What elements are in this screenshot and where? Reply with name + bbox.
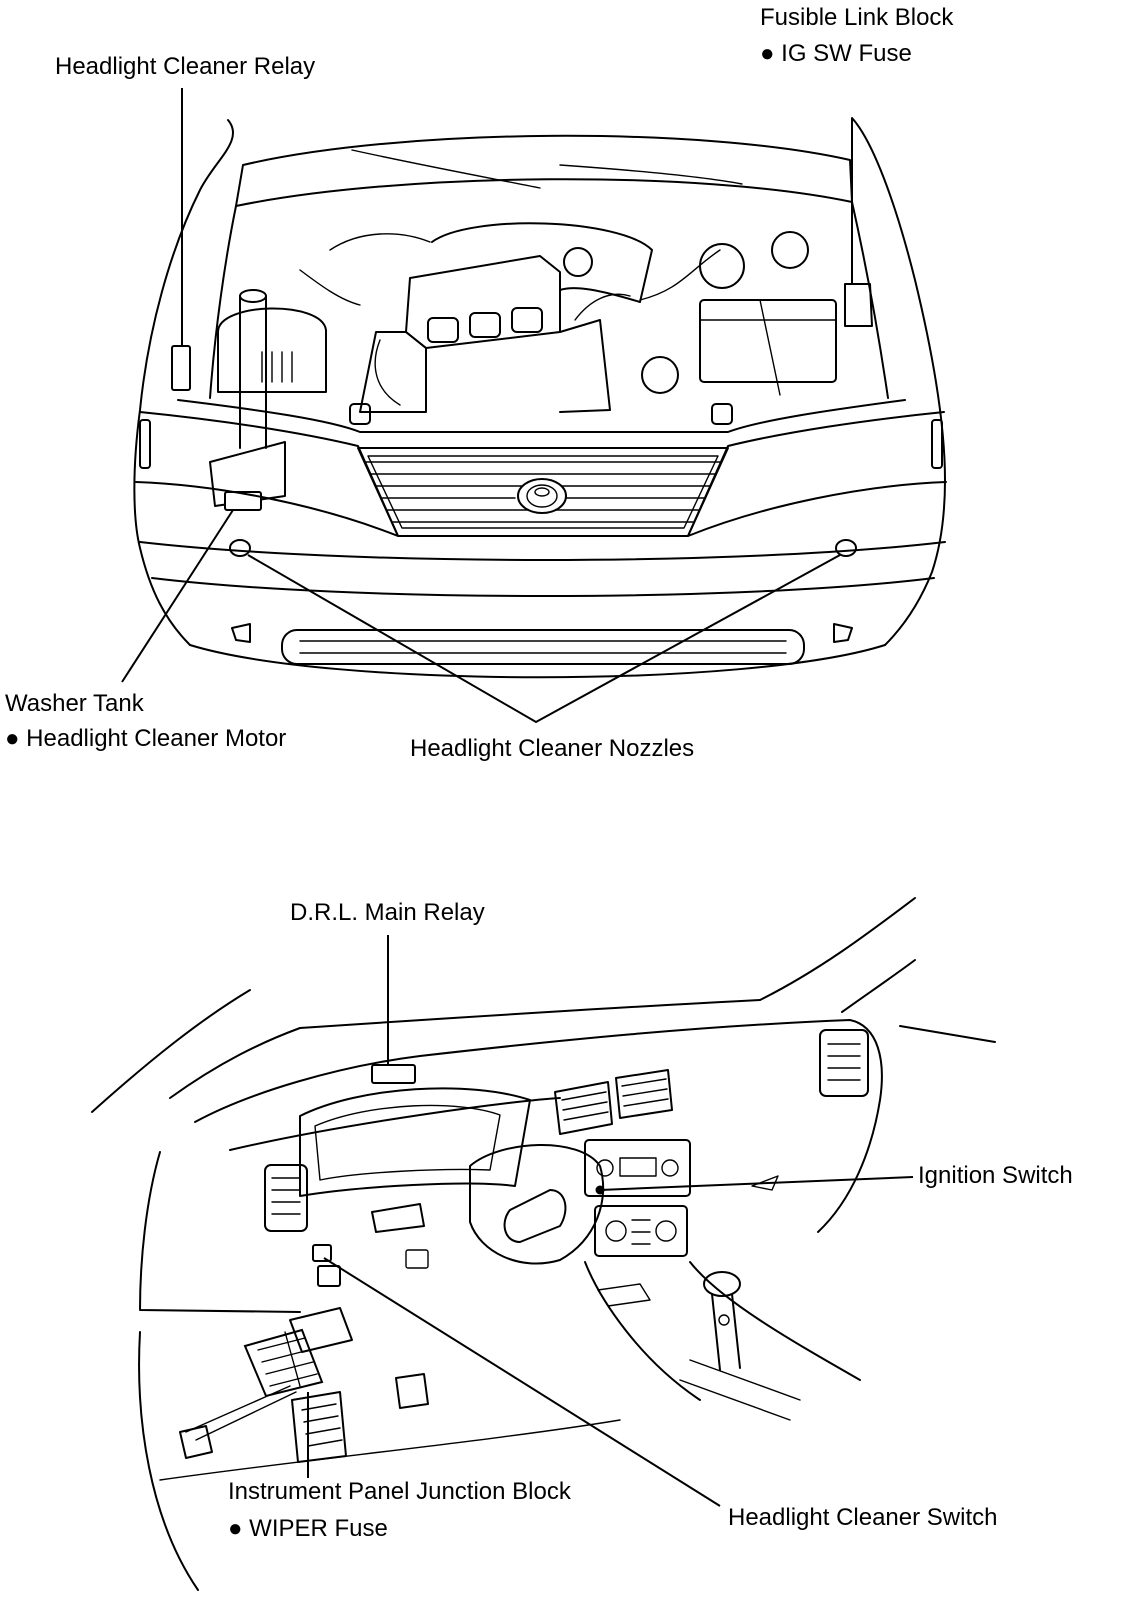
washer-tank-neck xyxy=(239,295,267,449)
fog-vent-right xyxy=(833,623,853,643)
drl-main-relay xyxy=(371,1064,416,1084)
lower-valance xyxy=(189,644,886,679)
washer-tank-cap xyxy=(239,289,267,303)
label-wiper-fuse: ● WIPER Fuse xyxy=(228,1515,388,1542)
brake-pedal xyxy=(291,1391,347,1463)
engine-bay-view: Headlight Cleaner Relay Fusible Link Blo… xyxy=(5,4,954,762)
a-pillar-right xyxy=(759,897,916,1001)
floor-line xyxy=(159,1419,621,1481)
label-washer-tank: Washer Tank xyxy=(5,690,145,717)
headlight-cleaner-motor xyxy=(224,491,262,511)
battery-clamp xyxy=(699,299,837,396)
air-cleaner-ribs xyxy=(261,351,293,383)
radiator-support xyxy=(177,399,906,433)
grille-inner xyxy=(367,455,719,529)
shift-gate xyxy=(679,1359,801,1421)
brake-pedal-grip xyxy=(301,1403,343,1447)
door-edge-left xyxy=(138,1331,199,1591)
cluster-hood xyxy=(299,1087,531,1197)
hood-latch-bracket-left xyxy=(349,403,371,425)
bumper-upper xyxy=(139,541,946,561)
center-console xyxy=(584,1261,861,1401)
label-headlight-cleaner-switch: Headlight Cleaner Switch xyxy=(728,1504,997,1531)
headlight-right xyxy=(687,411,947,537)
vent-center-right xyxy=(615,1069,673,1119)
ignition-coil-1 xyxy=(427,317,459,343)
lower-grille-bars xyxy=(299,640,787,654)
radiator-hose xyxy=(374,293,631,406)
steering-column-shroud xyxy=(469,1144,605,1265)
dashboard-top xyxy=(194,1019,883,1233)
dashboard-lower-left xyxy=(139,1151,301,1313)
dash-shelf xyxy=(229,1097,561,1151)
hood-release-cable xyxy=(185,1385,297,1441)
fusible-link-block xyxy=(844,283,873,327)
body-outline-right xyxy=(851,117,946,646)
leader-line-ignition-switch xyxy=(599,1176,914,1191)
fuse-box-cover xyxy=(289,1307,353,1353)
leader-line-headlight-cleaner-nozzles xyxy=(247,554,841,724)
hood-latch-bracket-right xyxy=(711,403,733,425)
side-marker-right xyxy=(931,419,943,469)
dimmer-switch xyxy=(317,1265,341,1287)
climate-control-panel xyxy=(594,1205,688,1257)
raised-hood xyxy=(235,134,853,207)
coil-pack-cover xyxy=(405,255,561,349)
air-cleaner-box xyxy=(217,307,327,393)
headlight-cleaner-nozzle-right xyxy=(835,539,857,557)
door-frame-right xyxy=(841,959,996,1043)
vent-center-left xyxy=(554,1081,613,1135)
coolant-reservoir xyxy=(771,231,809,269)
headlight-cleaner-nozzle-left xyxy=(229,539,251,557)
ignition-coil-3 xyxy=(511,307,543,333)
emblem xyxy=(517,478,567,514)
washer-tank xyxy=(209,441,286,507)
leader-line-washer-tank xyxy=(121,509,234,683)
cluster-face xyxy=(314,1104,501,1181)
console-tray xyxy=(597,1283,651,1307)
accelerator-pedal xyxy=(395,1373,429,1409)
engine-wiring xyxy=(299,233,721,306)
intake-plenum xyxy=(431,222,653,303)
instrument-panel-junction-block xyxy=(243,1328,324,1398)
combination-switch-lever xyxy=(371,1203,425,1233)
label-headlight-cleaner-relay: Headlight Cleaner Relay xyxy=(55,53,315,80)
engine-block xyxy=(359,319,611,413)
ignition-coil-2 xyxy=(469,312,501,338)
windshield-base xyxy=(299,999,761,1029)
radio xyxy=(584,1139,691,1197)
shift-lever xyxy=(703,1271,741,1371)
battery xyxy=(699,299,837,383)
brake-master-cylinder xyxy=(699,243,745,289)
throttle-body xyxy=(563,247,593,277)
vent-left xyxy=(264,1164,308,1232)
vent-right xyxy=(819,1029,869,1097)
label-headlight-cleaner-nozzles: Headlight Cleaner Nozzles xyxy=(410,735,694,762)
side-marker-left xyxy=(139,419,151,469)
power-steering-cap xyxy=(641,356,679,394)
label-fusible-link-block: Fusible Link Block xyxy=(760,4,954,31)
label-ig-sw-fuse: ● IG SW Fuse xyxy=(760,40,912,67)
a-pillar-left xyxy=(91,989,251,1113)
ignition-key-cylinder xyxy=(503,1189,567,1243)
grille xyxy=(357,447,729,537)
parking-brake-pedal xyxy=(179,1425,213,1459)
lower-grille-slot xyxy=(281,629,805,665)
windshield-base-left xyxy=(169,1027,301,1099)
headlight-cleaner-relay xyxy=(171,345,191,391)
bumper-lower xyxy=(151,577,935,597)
headlight-cleaner-switch xyxy=(312,1244,332,1262)
instrument-panel-view: D.R.L. Main Relay Ignition Switch Instru… xyxy=(91,897,1073,1591)
hazard-switch xyxy=(405,1249,429,1269)
label-headlight-cleaner-motor: ● Headlight Cleaner Motor xyxy=(5,725,286,752)
label-ignition-switch: Ignition Switch xyxy=(918,1162,1073,1189)
body-outline-left xyxy=(133,119,235,646)
label-instrument-panel-junction-block: Instrument Panel Junction Block xyxy=(228,1478,572,1505)
leader-line-headlight-cleaner-switch xyxy=(323,1257,721,1507)
label-drl-main-relay: D.R.L. Main Relay xyxy=(290,899,485,926)
fog-vent-left xyxy=(231,623,251,643)
hood-stay xyxy=(351,149,743,189)
